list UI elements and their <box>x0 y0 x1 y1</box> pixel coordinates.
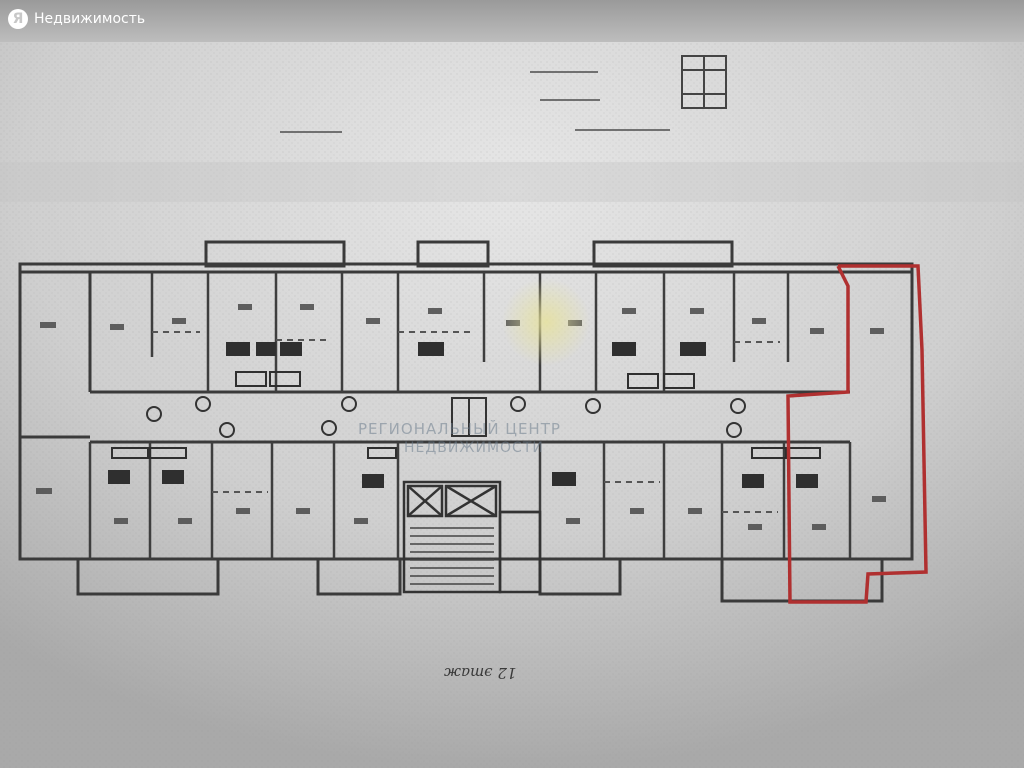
top-bar: Я Недвижимость <box>0 0 1024 42</box>
floor-plan-photo: РЕГИОНАЛЬНЫЙ ЦЕНТР НЕДВИЖИМОСТИ 12 этаж <box>0 42 1024 768</box>
highlighted-apartment-outline <box>786 264 928 604</box>
floor-plan-drawing <box>0 42 1024 768</box>
watermark-line-1: РЕГИОНАЛЬНЫЙ ЦЕНТР <box>358 420 561 438</box>
brand-title: Недвижимость <box>34 11 146 27</box>
brand[interactable]: Я Недвижимость <box>8 9 145 29</box>
floor-label: 12 этаж <box>444 664 517 682</box>
watermark-line-2: НЕДВИЖИМОСТИ <box>404 440 544 456</box>
yandex-logo-icon: Я <box>8 9 28 29</box>
